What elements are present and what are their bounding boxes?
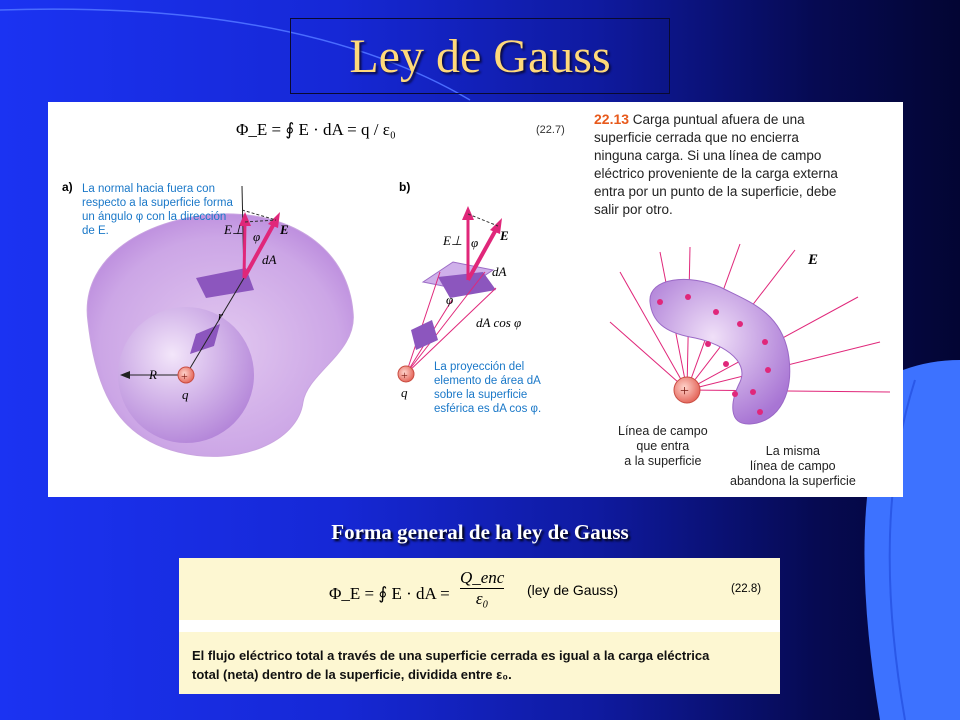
label-da-b: dA [492,264,507,279]
figure-right-panel: 22.13 Carga puntual afuera de una superf… [590,102,903,497]
label-big-r: R [149,367,157,382]
equation-number-22-8: (22.8) [731,583,762,595]
label-da-cos: dA cos φ [476,315,522,330]
part-b-label: b) [399,180,411,194]
label-e-perp: E⊥ [224,222,244,237]
figure-left-panel: + + Φ_E = ∮ E · dA = q / ε₀ (22.7) a) b)… [48,102,590,497]
note-projection: La proyección del elemento de área dA so… [434,361,542,415]
figure-number: 22.13 [594,111,630,127]
figure-caption: 22.13 Carga puntual afuera de una superf… [594,111,838,217]
svg-text:+: + [401,368,408,382]
section-subtitle: Forma general de la ley de Gauss [331,520,629,544]
external-charge [673,376,701,404]
label-e-right: E [807,252,818,268]
callout-field-line-in: Línea de campo que entra a la superficie [618,424,708,468]
charge-q [177,366,195,384]
label-e-perp-b: E⊥ [443,233,463,248]
external-charge-figure: + E [609,243,891,425]
gauss-equation-charge: Φ_E = ∮ E · dA = q / ε₀ [236,120,396,139]
label-e-vector: E [280,222,289,237]
law-name: (ley de Gauss) [527,582,619,598]
equation-number-22-7: (22.7) [536,124,565,136]
label-e-vector-b: E [500,228,509,243]
gauss-law-equation: Φ_E = ∮ E · dA = Q_enc ε₀ [329,568,505,608]
note-normal-angle: La normal hacia fuera con respecto a la … [82,183,233,237]
charge-q-b [397,365,415,383]
gauss-sphere-figure: + + [86,185,502,457]
label-phi-b: φ [471,235,479,250]
label-da: dA [262,252,277,267]
label-r: r [218,308,224,323]
law-statement: El flujo eléctrico total a través de una… [192,648,710,682]
title-box: Ley de Gauss [290,18,670,94]
label-phi-b2: φ [446,292,454,307]
divider-stripe [179,620,780,632]
svg-text:+: + [181,369,188,383]
label-q-b: q [401,385,408,400]
svg-text:+: + [680,383,689,400]
callout-field-line-out: La misma línea de campo abandona la supe… [730,444,856,488]
q-enc: Q_enc [459,568,505,589]
label-phi: φ [253,229,261,244]
part-a-label: a) [62,180,73,194]
bean-surface [649,278,791,425]
gauss-law-box: Φ_E = ∮ E · dA = Q_enc ε₀ (ley de Gauss)… [179,558,780,694]
epsilon-zero: ε₀ [475,589,489,608]
label-q: q [182,387,189,402]
slide-title: Ley de Gauss [349,29,611,83]
